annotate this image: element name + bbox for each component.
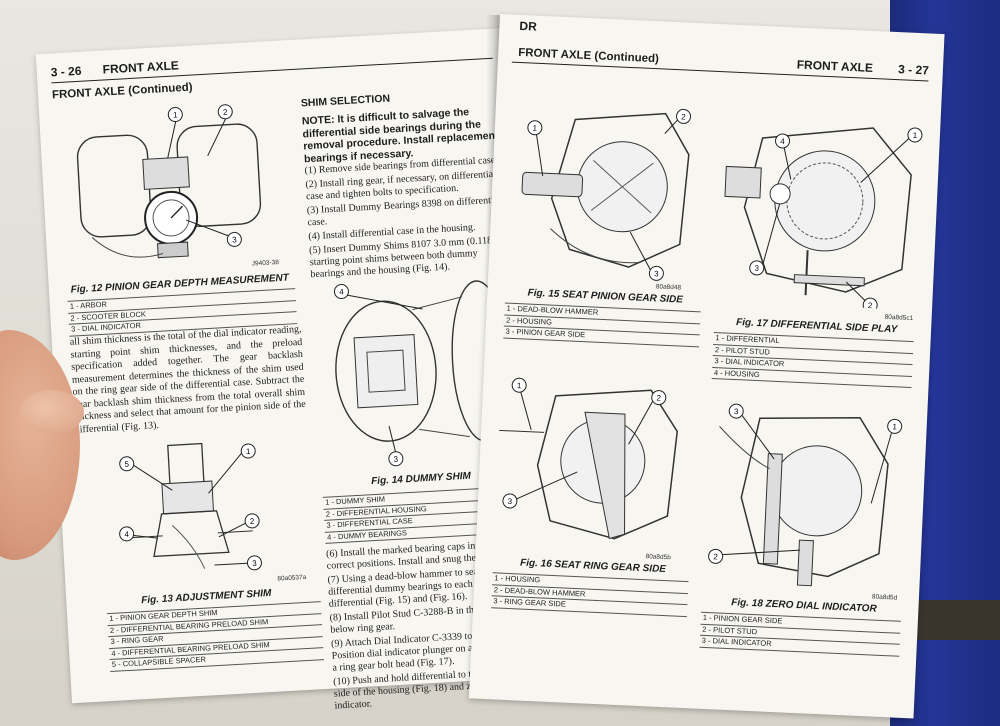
fig18-callout-2: 2	[713, 552, 718, 561]
shim-selection-steps: (1) Remove side bearings from differenti…	[304, 154, 510, 283]
fig13-legend: 1 - PINION GEAR DEPTH SHIM 2 - DIFFERENT…	[107, 601, 324, 672]
fig14-callout-4: 4	[339, 287, 344, 296]
fig18-illustration: 3 1 2	[702, 396, 915, 595]
left-body-paragraph: all shim thickness is the total of the d…	[69, 323, 306, 436]
fig14-callout-3: 3	[393, 455, 398, 464]
fig16-illustration: 1 2 3	[494, 368, 697, 555]
fig13-callout-3: 3	[252, 559, 257, 568]
fig12-illustration: 1 2 3	[55, 97, 286, 279]
left-page-header: 3 - 26 FRONT AXLE	[50, 40, 493, 84]
left-page: 3 - 26 FRONT AXLE FRONT AXLE (Continued)	[35, 28, 542, 712]
thumb	[20, 390, 84, 434]
shim-selection-heading: SHIM SELECTION	[300, 92, 391, 110]
fig15-callout-3: 3	[654, 269, 659, 278]
fig13-callout-5: 5	[124, 460, 129, 469]
fig16-callout-3: 3	[507, 497, 512, 506]
fig18-callout-1: 1	[892, 422, 897, 431]
fig17-callout-1: 1	[912, 131, 917, 140]
fig13-callout-2: 2	[250, 517, 255, 526]
fig18-legend: 1 - PINION GEAR SIDE 2 - PILOT STUD 3 - …	[699, 611, 901, 657]
fig17-callout-4: 4	[780, 137, 785, 146]
fig13-illustration: 5 1 2 4 3	[97, 429, 285, 589]
fig17-legend: 1 - DIFFERENTIAL 2 - PILOT STUD 3 - DIAL…	[711, 332, 914, 389]
fig15-callout-2: 2	[681, 112, 686, 121]
left-page-number: 3 - 26	[50, 63, 82, 80]
fig12-callout-2: 2	[223, 108, 228, 117]
fig18-code: 80a8d5d	[871, 593, 898, 602]
left-section-title: FRONT AXLE	[102, 58, 180, 77]
fig18-callout-3: 3	[734, 407, 739, 416]
right-page-number: 3 - 27	[897, 62, 930, 78]
fig17-callout-3: 3	[754, 264, 759, 273]
fig13-callout-1: 1	[246, 447, 251, 456]
fig15-callout-1: 1	[532, 124, 537, 133]
fig15-legend: 1 - DEAD-BLOW HAMMER 2 - HOUSING 3 - PIN…	[503, 302, 701, 347]
fig15-illustration: 1 2 3	[508, 87, 706, 285]
fig17-illustration: 1 2 3 4	[715, 96, 929, 311]
fig13-code: 80a0537a	[277, 573, 307, 583]
right-corner-tag: DR	[519, 18, 538, 34]
fig16-callout-2: 2	[656, 393, 661, 402]
fig16-code: 80a8d5b	[645, 553, 671, 562]
fig17-code: 80a8d5c1	[884, 313, 914, 323]
right-section-title: FRONT AXLE	[796, 57, 874, 75]
fig16-legend: 1 - HOUSING 2 - DEAD-BLOW HAMMER 3 - RIN…	[491, 572, 689, 617]
fig15-code: 80a8d48	[655, 283, 682, 292]
fig12-callout-3: 3	[232, 235, 237, 244]
fig16-callout-1: 1	[517, 381, 522, 390]
fig17-callout-2: 2	[868, 301, 873, 310]
fig12-callout-1: 1	[173, 110, 178, 119]
fig13-callout-4: 4	[124, 530, 129, 539]
right-page: DR FRONT AXLE 3 - 27 FRONT AXLE (Continu…	[468, 14, 945, 719]
left-subheading: FRONT AXLE (Continued)	[51, 81, 193, 102]
